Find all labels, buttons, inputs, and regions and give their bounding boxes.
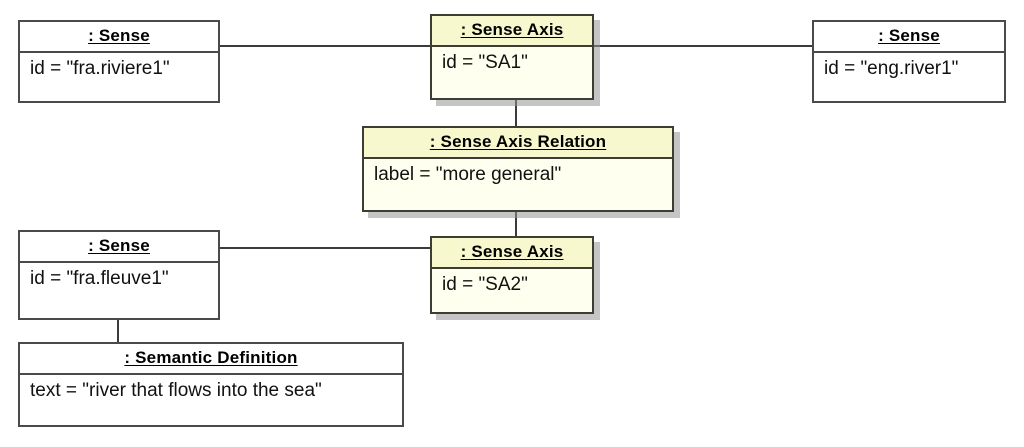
object-header-sense-axis-sa1: : Sense Axis: [432, 16, 592, 47]
object-attribute-sense-fra-riviere1: id = "fra.riviere1": [20, 53, 218, 101]
link-sense-axis-sa1-to-sense-axis-relation: [515, 100, 517, 126]
object-node-sense-eng-river1[interactable]: : Sense id = "eng.river1": [812, 20, 1006, 103]
object-header-sense-fra-fleuve1: : Sense: [20, 232, 218, 263]
object-attribute-sense-axis-sa1: id = "SA1": [432, 47, 592, 98]
object-attribute-sense-axis-relation: label = "more general": [364, 159, 672, 210]
link-sense-fleuve1-to-sense-axis-sa2: [219, 247, 432, 249]
object-attribute-sense-fra-fleuve1: id = "fra.fleuve1": [20, 263, 218, 318]
link-sense-fleuve1-to-semantic-definition: [117, 320, 119, 342]
object-header-sense-axis-sa2: : Sense Axis: [432, 238, 592, 269]
object-node-sense-axis-sa1[interactable]: : Sense Axis id = "SA1": [430, 14, 594, 100]
object-header-sense-eng-river1: : Sense: [814, 22, 1004, 53]
object-header-sense-fra-riviere1: : Sense: [20, 22, 218, 53]
object-node-sense-fra-fleuve1[interactable]: : Sense id = "fra.fleuve1": [18, 230, 220, 320]
object-node-sense-axis-sa2[interactable]: : Sense Axis id = "SA2": [430, 236, 594, 314]
link-sense-axis-sa1-to-sense-eng-river1: [594, 45, 813, 47]
object-header-semantic-definition: : Semantic Definition: [20, 344, 402, 375]
link-sense-axis-relation-to-sense-axis-sa2: [515, 212, 517, 236]
object-node-sense-fra-riviere1[interactable]: : Sense id = "fra.riviere1": [18, 20, 220, 103]
object-header-sense-axis-relation: : Sense Axis Relation: [364, 128, 672, 159]
object-attribute-sense-eng-river1: id = "eng.river1": [814, 53, 1004, 101]
object-node-semantic-definition[interactable]: : Semantic Definition text = "river that…: [18, 342, 404, 427]
object-attribute-sense-axis-sa2: id = "SA2": [432, 269, 592, 312]
object-attribute-semantic-definition: text = "river that flows into the sea": [20, 375, 402, 425]
object-node-sense-axis-relation[interactable]: : Sense Axis Relation label = "more gene…: [362, 126, 674, 212]
link-sense-riviere1-to-sense-axis-sa1: [219, 45, 432, 47]
